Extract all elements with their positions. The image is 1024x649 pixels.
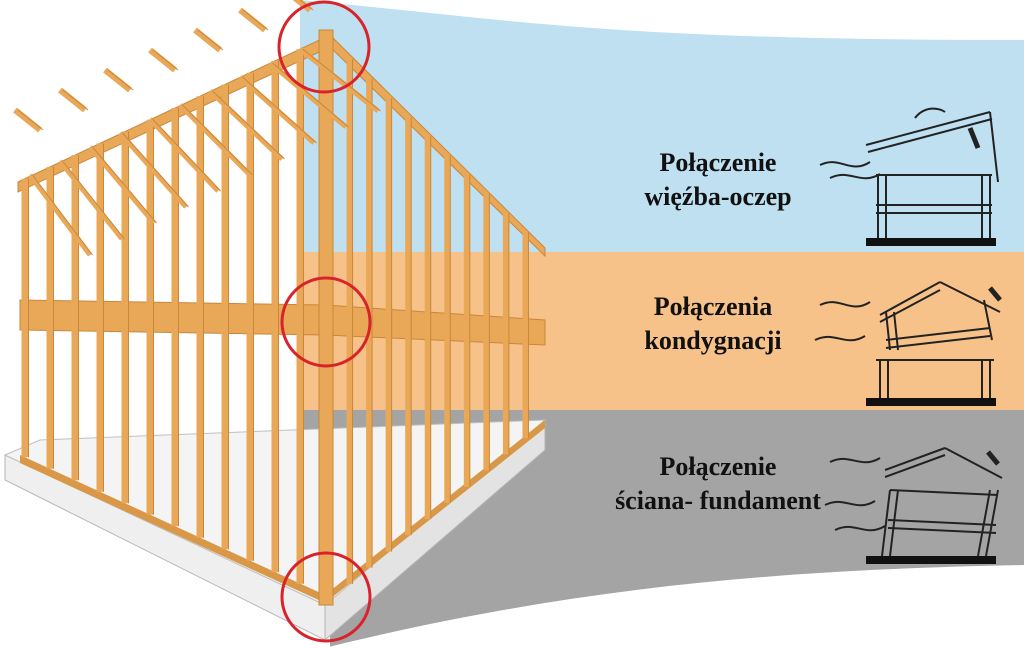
label-foundation-joint: Połączenie ściana- fundament <box>598 450 838 518</box>
highlight-roof-joint <box>277 0 371 94</box>
diagram-wall-rack <box>824 447 1003 564</box>
label-foundation-line2: ściana- fundament <box>615 486 821 515</box>
diagram-floor-shift <box>814 281 1002 406</box>
label-floor-joint: Połączenia kondygnacji <box>593 290 833 358</box>
label-floor-line1: Połączenia <box>653 292 773 321</box>
highlight-foundation-joint <box>280 551 372 643</box>
label-roof-line2: więźba-oczep <box>644 182 792 211</box>
corner-post <box>318 29 334 606</box>
highlight-floor-joint <box>280 276 372 368</box>
sill-plate <box>20 420 545 603</box>
label-foundation-line1: Połączenie <box>659 452 777 481</box>
label-roof-line1: Połączenie <box>659 148 777 177</box>
label-roof-joint: Połączenie więźba-oczep <box>598 146 838 214</box>
label-floor-line2: kondygnacji <box>644 326 782 355</box>
highlight-circles <box>277 0 372 643</box>
diagram-roof-uplift <box>819 107 999 246</box>
